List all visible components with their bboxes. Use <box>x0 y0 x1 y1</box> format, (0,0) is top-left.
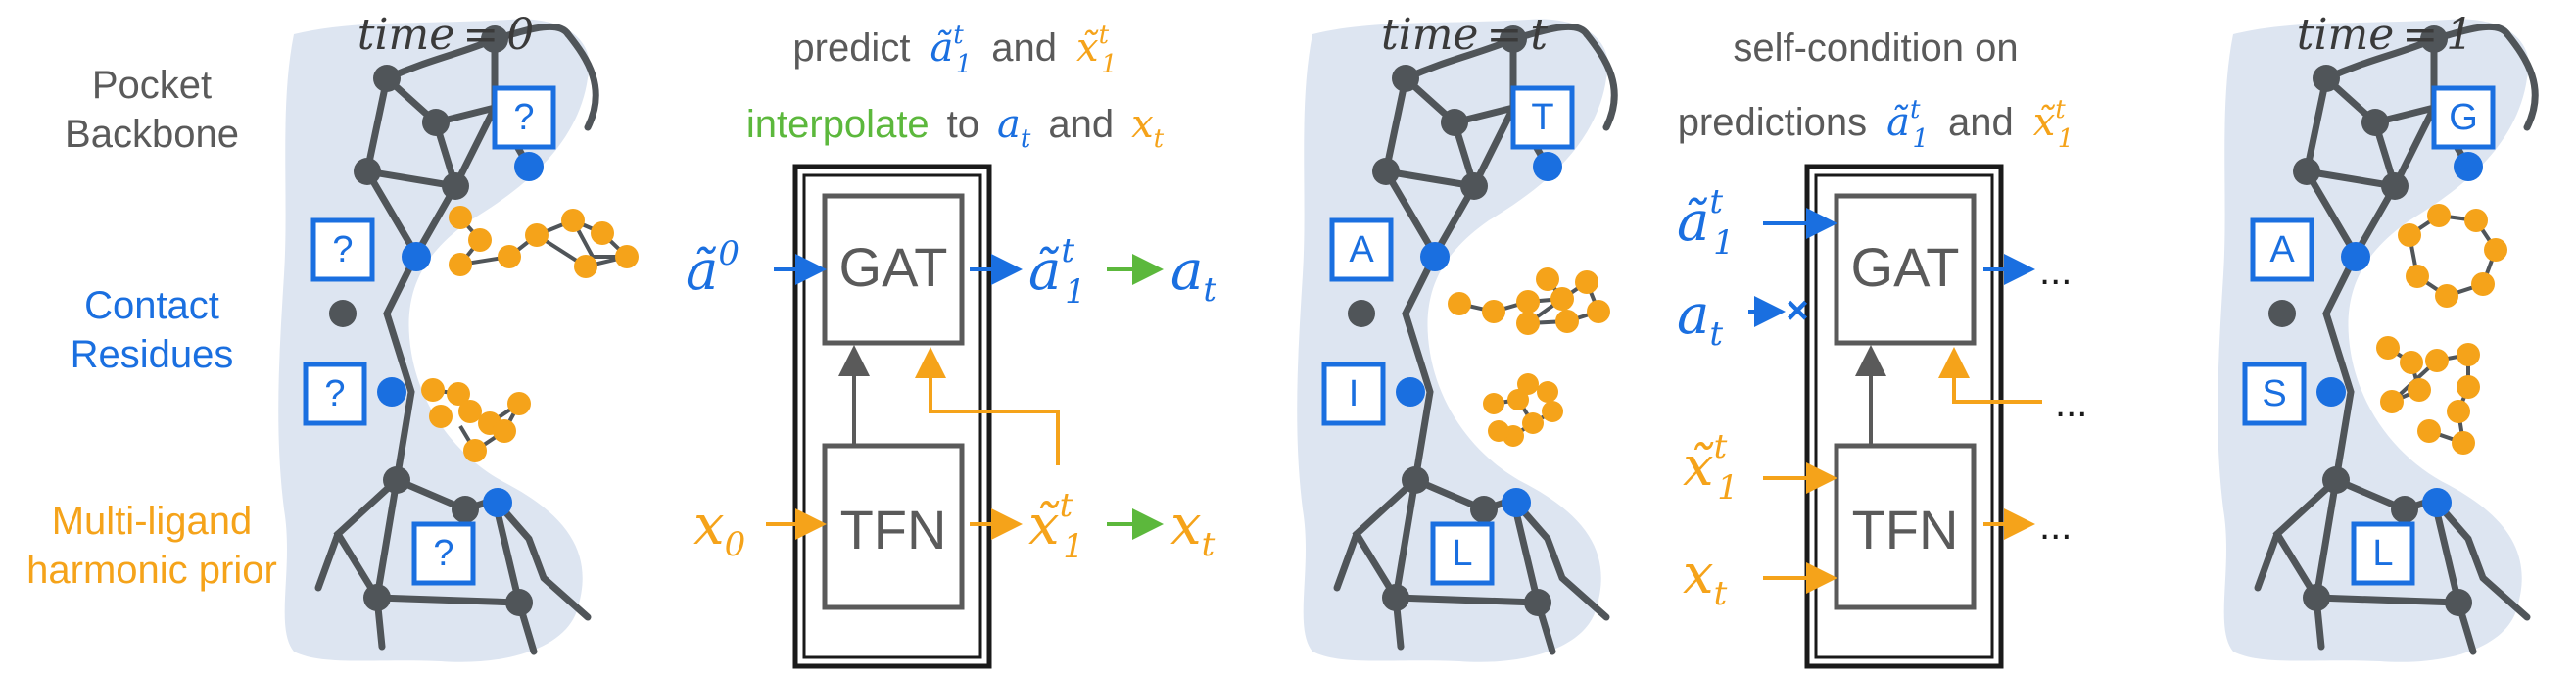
model-outer-box <box>1804 164 2004 669</box>
prior-label: Multi-ligand <box>52 500 253 543</box>
residue-label: A <box>1349 229 1374 270</box>
pocket-panel-time-t: T A I L time=t <box>1297 10 1618 662</box>
gat-block <box>1834 193 1977 346</box>
output-xt: xt <box>1170 494 1216 564</box>
pocket-panel-time-0: ? ? ? ? time=0 <box>278 10 639 662</box>
contact-nodes <box>377 152 544 517</box>
pocket-panel-time-1: G A S L time=1 <box>2218 10 2539 662</box>
backbone-nodes <box>2268 25 2472 616</box>
gat-label: GAT <box>1851 236 1960 298</box>
backbone-nodes <box>1348 25 1551 616</box>
residue-label: T <box>1531 97 1553 138</box>
ligand-cluster <box>1483 373 1563 447</box>
contact-residues-label: Contact <box>84 284 219 327</box>
backbone-nodes <box>329 25 533 616</box>
self-condition-heading: self-condition on <box>1733 26 2018 70</box>
residue-boxes: G A S L <box>2242 85 2496 586</box>
contact-residues-label-2: Residues <box>71 333 234 376</box>
tfn-label: TFN <box>840 499 947 560</box>
output-at: at <box>1170 239 1216 310</box>
tfn-label: TFN <box>1852 499 1959 560</box>
residue-label: L <box>2372 533 2393 574</box>
ligand-cluster <box>1448 267 1610 335</box>
pocket-backbone-label-2: Backbone <box>65 113 239 156</box>
tfn-block <box>1834 443 1977 610</box>
residue-label: G <box>2449 97 2478 138</box>
feedback-arrow <box>915 347 1060 465</box>
input-a0: ã0 <box>686 234 739 303</box>
time-label: time=1 <box>2297 10 2473 60</box>
ligand-cluster <box>421 378 531 462</box>
residue-label: L <box>1452 533 1472 574</box>
residue-label: ? <box>433 533 453 574</box>
residue-label: ? <box>332 229 353 270</box>
residue-boxes: T A I L <box>1321 85 1575 586</box>
gat-label: GAT <box>839 236 948 298</box>
time-label: time=t <box>1381 10 1548 60</box>
residue-label: A <box>2269 229 2295 270</box>
residue-label: ? <box>324 373 345 414</box>
residue-label: ? <box>513 97 534 138</box>
time-label: time=0 <box>358 10 534 60</box>
residue-boxes: ? ? ? ? <box>303 85 556 586</box>
input-at: at <box>1677 283 1723 354</box>
contact-nodes <box>2316 152 2483 517</box>
output-dots: ... <box>2039 505 2072 548</box>
tfn-block <box>822 443 965 610</box>
residue-label: I <box>1349 373 1360 414</box>
ligand-branched <box>2376 336 2480 455</box>
input-xt: xt <box>1683 543 1728 613</box>
pocket-backbone-label: Pocket <box>92 64 212 107</box>
prior-label-2: harmonic prior <box>26 549 277 592</box>
input-x0: x0 <box>693 494 745 564</box>
residue-label: S <box>2262 373 2286 414</box>
side-labels: Pocket Backbone Contact Residues Multi-l… <box>26 64 277 592</box>
feedback-arrow <box>1938 347 2042 404</box>
output-dots: ... <box>2039 250 2072 293</box>
model-outer-box <box>792 164 992 669</box>
ligand-cluster <box>449 206 639 278</box>
gat-block <box>822 193 965 346</box>
feedback-dots: ... <box>2055 382 2087 425</box>
dropped-input-cross: × <box>1786 289 1808 332</box>
interpolate-heading: interpolate to at and xt <box>746 102 1165 156</box>
ligand-ring <box>2398 204 2507 308</box>
contact-nodes <box>1396 152 1562 517</box>
